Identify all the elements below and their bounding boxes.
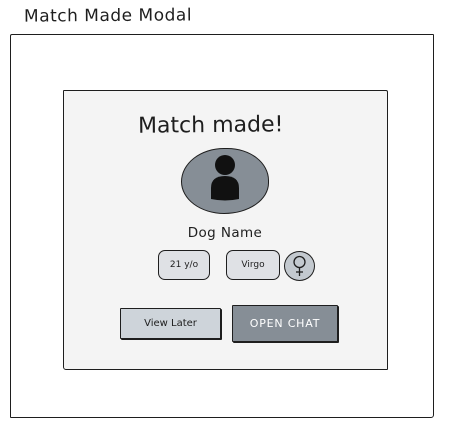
age-badge: 21 y/o bbox=[158, 250, 210, 280]
avatar bbox=[181, 148, 269, 214]
view-later-label: View Later bbox=[144, 318, 197, 329]
user-silhouette-icon bbox=[210, 154, 239, 200]
age-badge-label: 21 y/o bbox=[169, 260, 199, 270]
match-modal: Match made! Dog Name 21 y/o Virgo View L… bbox=[63, 90, 388, 370]
gender-badge bbox=[284, 251, 315, 281]
female-symbol-icon bbox=[292, 255, 306, 276]
zodiac-badge: Virgo bbox=[226, 250, 280, 280]
dog-name: Dog Name bbox=[187, 225, 263, 241]
zodiac-badge-label: Virgo bbox=[241, 260, 265, 270]
open-chat-label: OPEN CHAT bbox=[249, 317, 321, 330]
frame-title: Match Made Modal bbox=[23, 5, 193, 27]
view-later-button[interactable]: View Later bbox=[120, 308, 221, 339]
modal-title: Match made! bbox=[137, 112, 284, 139]
screen-frame bbox=[10, 34, 434, 418]
open-chat-button[interactable]: OPEN CHAT bbox=[232, 305, 338, 342]
